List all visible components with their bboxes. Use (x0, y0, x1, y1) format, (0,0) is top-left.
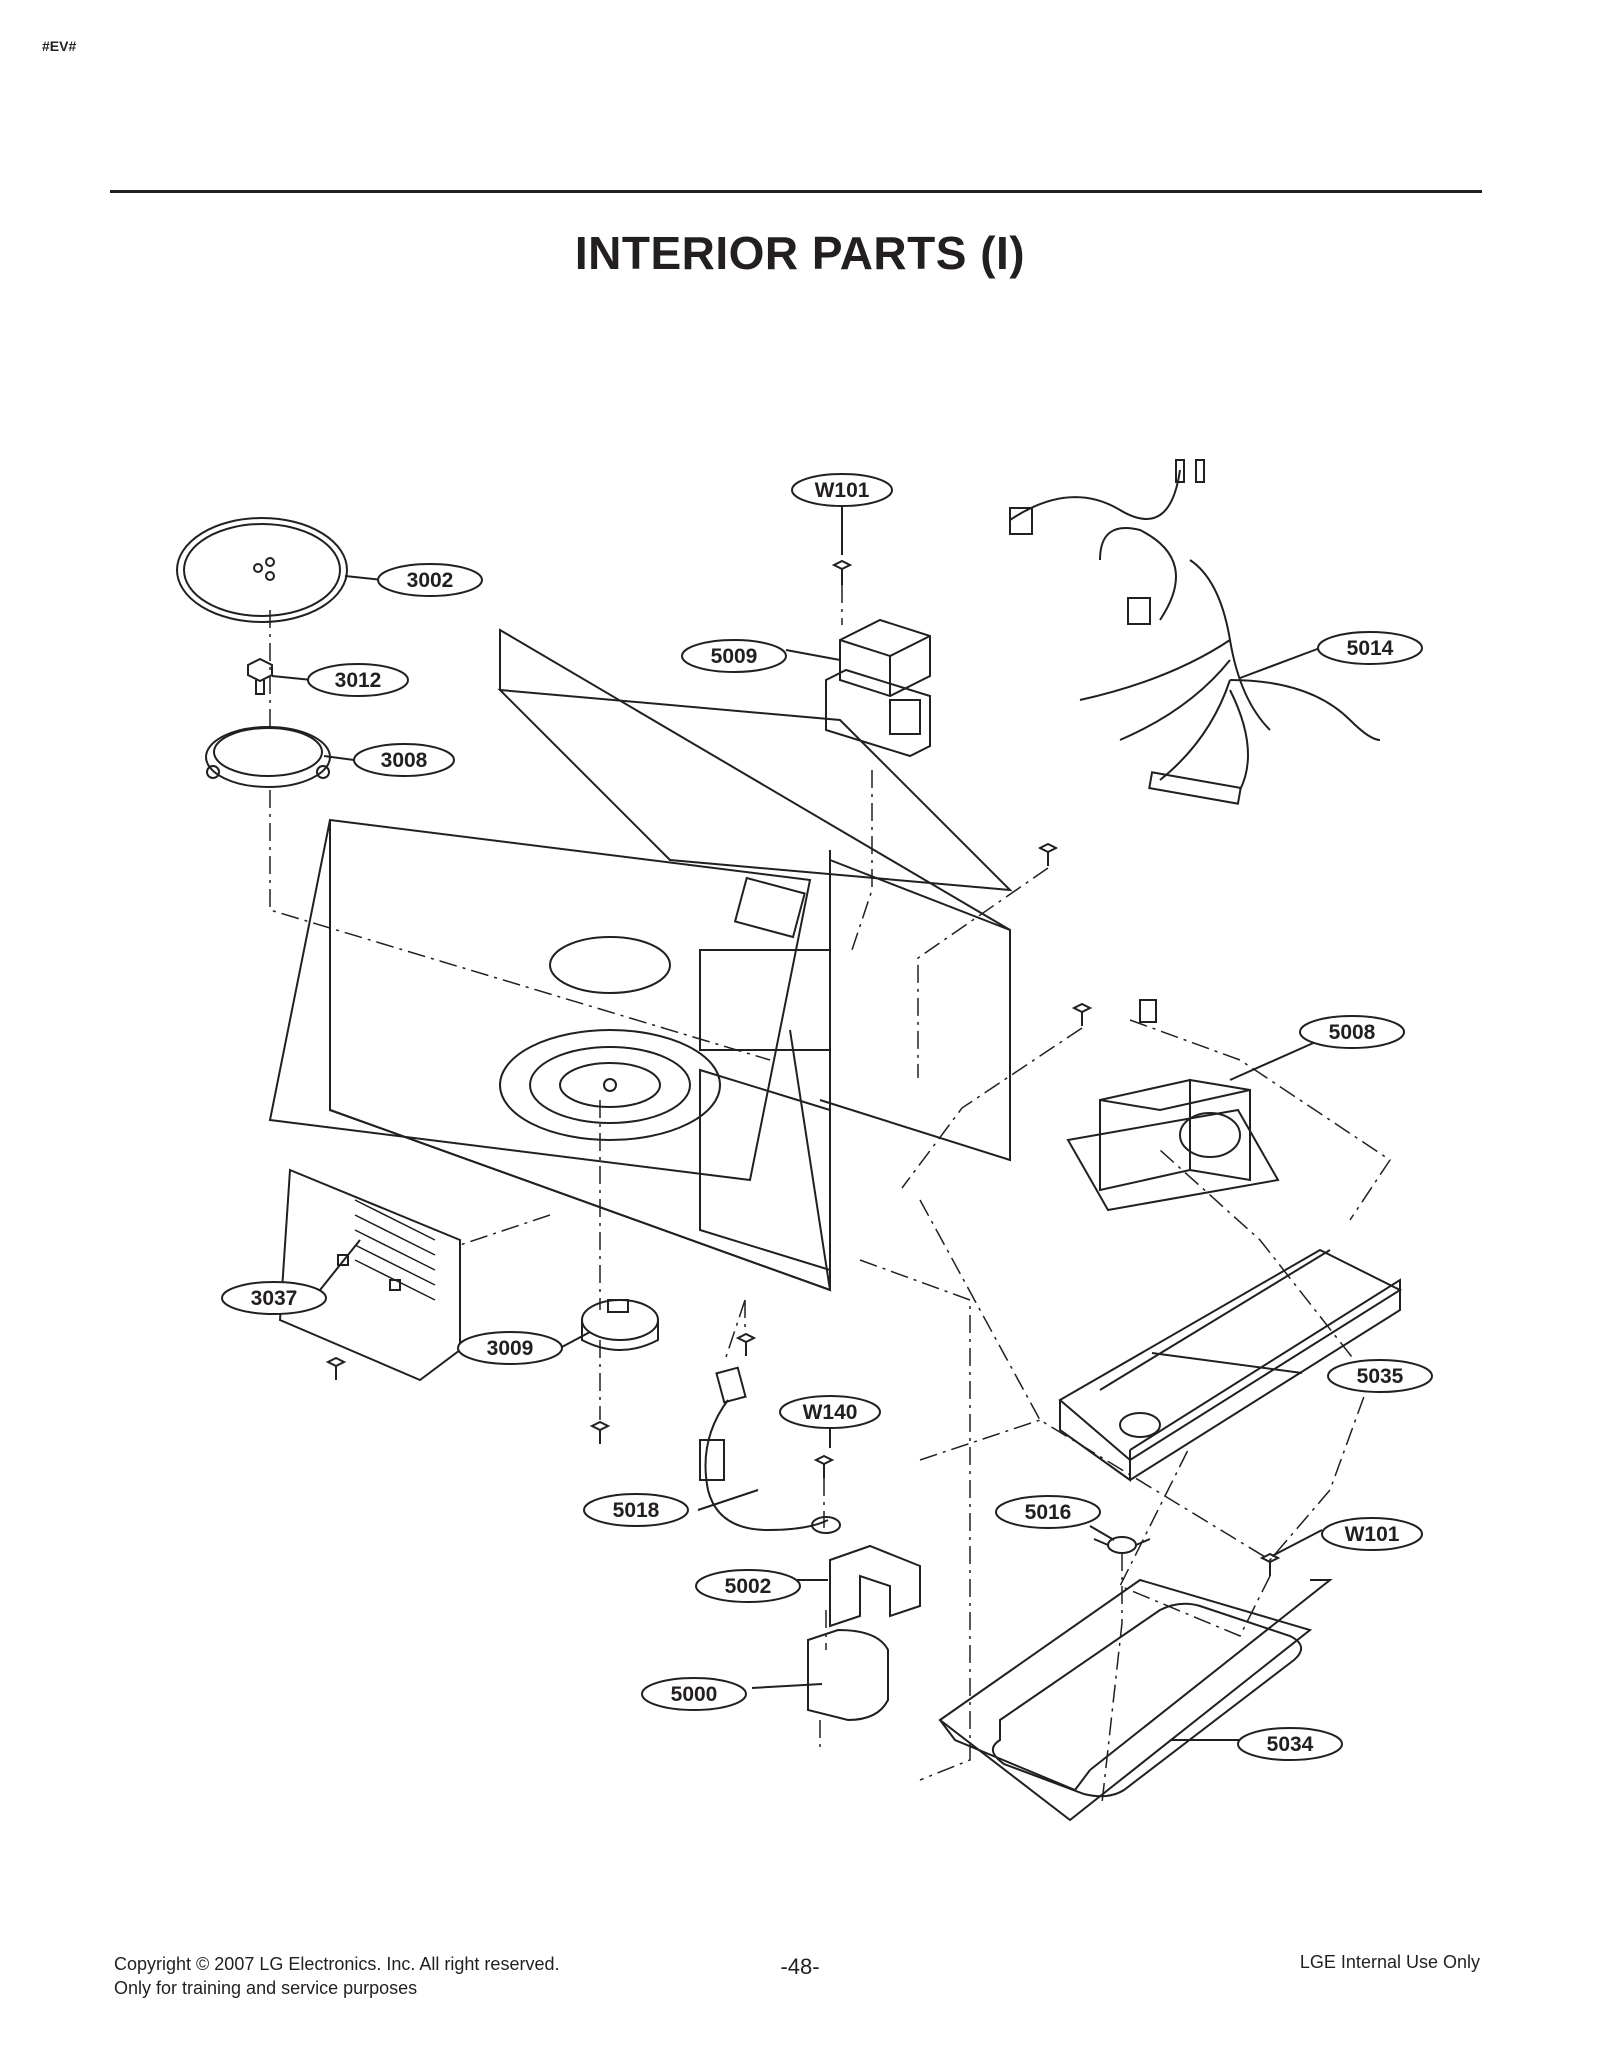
callout-5035: 5035 (1327, 1359, 1433, 1393)
bracket-drawing (829, 1544, 921, 1628)
fuse-lead-drawing (699, 1366, 841, 1534)
svg-text:5034: 5034 (1267, 1733, 1314, 1756)
page-number: -48- (780, 1954, 820, 1979)
callout-5000: 5000 (641, 1677, 747, 1711)
svg-text:W140: W140 (803, 1401, 858, 1424)
svg-text:5009: 5009 (711, 645, 758, 668)
svg-text:5000: 5000 (671, 1683, 718, 1706)
callout-3002: 3002 (377, 563, 483, 597)
page-title: INTERIOR PARTS (I) (574, 227, 1026, 279)
wire-harness-drawing (1009, 459, 1381, 805)
callout-W101-top: W101 (791, 473, 893, 507)
screw-drawing-w101b (1259, 1552, 1281, 1576)
header-rule (110, 190, 1482, 193)
footer-internal: LGE Internal Use Only (1299, 1952, 1480, 1972)
svg-text:W101: W101 (1345, 1523, 1400, 1546)
screw-drawing-w140 (813, 1454, 835, 1478)
callout-5002: 5002 (695, 1569, 801, 1603)
callout-5014: 5014 (1317, 631, 1423, 665)
roller-ring-drawing (205, 726, 331, 788)
callout-W140: W140 (779, 1395, 881, 1429)
svg-text:3037: 3037 (251, 1287, 298, 1310)
svg-text:5008: 5008 (1329, 1021, 1376, 1044)
callout-3009: 3009 (457, 1331, 563, 1365)
callout-3037: 3037 (221, 1281, 327, 1315)
svg-text:3009: 3009 (487, 1337, 534, 1360)
capacitor-drawing (825, 618, 931, 758)
screw-drawing-right (1037, 842, 1059, 866)
callout-5016: 5016 (995, 1495, 1101, 1529)
footer-note: Only for training and service purposes (114, 1978, 418, 1998)
callout-5008: 5008 (1299, 1015, 1405, 1049)
bottom-plate-drawing (938, 1578, 1333, 1822)
screw-drawing-top (831, 559, 853, 585)
document-code: #EV# (42, 38, 77, 54)
screw-drawing-right2 (1071, 1002, 1093, 1026)
base-assembly-drawing (1058, 1248, 1403, 1482)
svg-text:3008: 3008 (381, 749, 428, 772)
svg-text:W101: W101 (815, 479, 870, 502)
callout-3012: 3012 (307, 663, 409, 697)
svg-text:5014: 5014 (1347, 637, 1394, 660)
screw-drawing-3037 (325, 1356, 347, 1380)
callout-5034: 5034 (1237, 1727, 1343, 1761)
svg-text:5016: 5016 (1025, 1501, 1072, 1524)
screw-drawing-mid (735, 1332, 757, 1356)
transformer-drawing (1066, 999, 1280, 1212)
callout-5018: 5018 (583, 1493, 689, 1527)
callout-5009: 5009 (681, 639, 787, 673)
svg-text:3002: 3002 (407, 569, 454, 592)
svg-text:3012: 3012 (335, 669, 382, 692)
turntable-tray-drawing (176, 517, 348, 623)
callout-3008: 3008 (353, 743, 455, 777)
cavity-frame-drawing (268, 628, 1013, 1292)
svg-text:5035: 5035 (1357, 1365, 1404, 1388)
coupler-drawing (247, 657, 273, 695)
thermostat-drawing (1093, 1536, 1151, 1554)
turntable-motor-drawing (581, 1299, 659, 1351)
svg-text:5002: 5002 (725, 1575, 772, 1598)
callout-W101-bottom: W101 (1321, 1517, 1423, 1551)
switch-drawing (807, 1628, 889, 1722)
footer-copyright-block: Copyright © 2007 LG Electronics. Inc. Al… (114, 1952, 559, 2000)
cover-panel-drawing (278, 1168, 461, 1382)
footer-copyright: Copyright © 2007 LG Electronics. Inc. Al… (114, 1954, 560, 1974)
screw-drawing-3009 (589, 1420, 611, 1444)
svg-text:5018: 5018 (613, 1499, 660, 1522)
